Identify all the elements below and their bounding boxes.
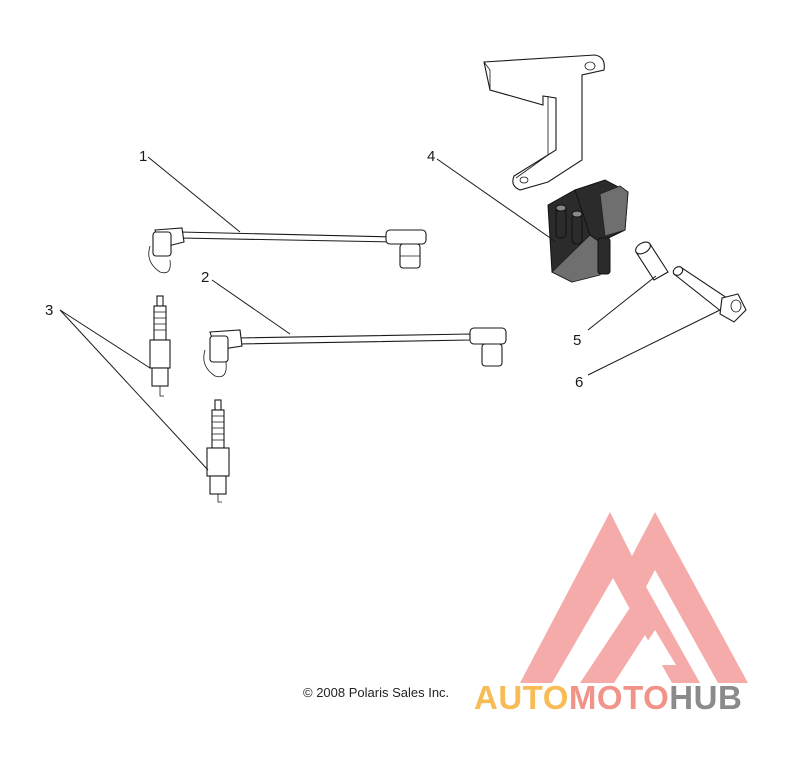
spark-plug-wire-1 [148, 227, 427, 274]
spark-plug-upper [149, 295, 171, 397]
callout-3: 3 [45, 302, 53, 319]
watermark-auto: AUTO [474, 679, 569, 716]
watermark-hub: HUB [669, 679, 743, 716]
watermark-moto: MOTO [568, 679, 670, 716]
ignition-coil [547, 179, 629, 283]
callout-5: 5 [573, 332, 581, 349]
callout-6: 6 [575, 374, 583, 391]
callout-4: 4 [427, 148, 435, 165]
copyright-notice: © 2008 Polaris Sales Inc. [303, 685, 450, 700]
spark-plug-lower [206, 399, 230, 503]
watermark-logo [520, 512, 748, 683]
callout-labels: 1 2 3 4 5 6 [45, 148, 583, 391]
spark-plug-wire-2 [203, 327, 507, 378]
watermark-wordmark: AUTOMOTOHUB [474, 681, 742, 714]
mounting-bracket [483, 54, 605, 191]
callout-1: 1 [139, 148, 147, 165]
mounting-bolt [672, 266, 747, 323]
spacer-sleeve [635, 241, 669, 281]
callout-2: 2 [201, 269, 209, 286]
leader-lines [59, 156, 721, 471]
